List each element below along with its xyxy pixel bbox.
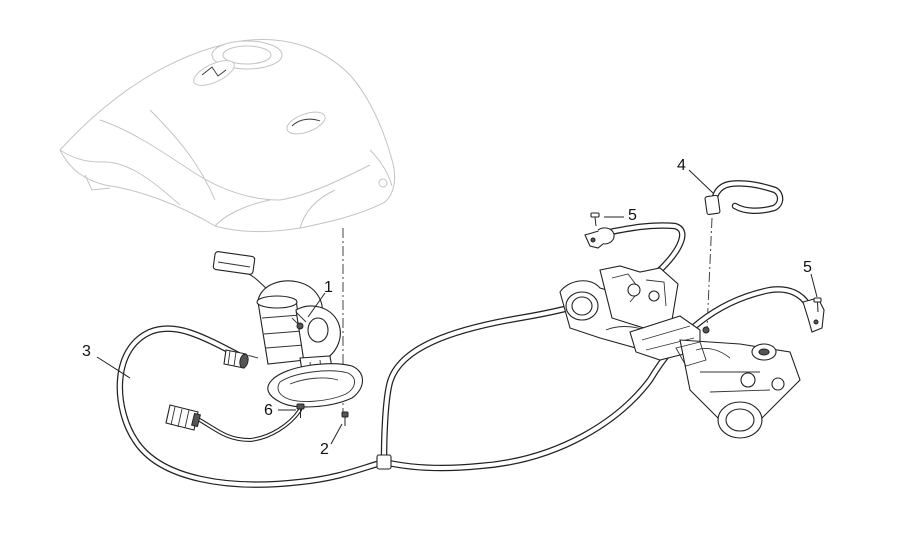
assembly-axis-hose-4 bbox=[706, 217, 713, 331]
callout-5-right: 5 bbox=[803, 259, 812, 276]
callout-2: 2 bbox=[320, 441, 329, 458]
callout-5-upper: 5 bbox=[628, 207, 637, 224]
leader-lines bbox=[96, 169, 818, 445]
callout-1: 1 bbox=[324, 279, 333, 296]
screw-6 bbox=[296, 403, 305, 418]
leader-3 bbox=[96, 356, 131, 379]
leader-4 bbox=[688, 169, 714, 194]
fuel-hose bbox=[116, 222, 812, 488]
throttle-body-assembly bbox=[559, 265, 801, 439]
hose-bracket-upper bbox=[584, 227, 615, 249]
callout-labels: 1 2 3 4 5 5 6 bbox=[82, 157, 812, 458]
screw-5-upper bbox=[590, 212, 600, 227]
hose-bracket-right bbox=[802, 297, 825, 333]
leader-2 bbox=[330, 423, 343, 445]
leader-5b bbox=[810, 273, 818, 298]
callout-6: 6 bbox=[264, 402, 273, 419]
vent-hose bbox=[704, 180, 784, 216]
fuel-pump-assembly bbox=[212, 251, 364, 408]
fuel-tank bbox=[59, 39, 396, 232]
pump-electrical-connector bbox=[165, 404, 302, 443]
screw-2 bbox=[341, 411, 349, 426]
callout-4: 4 bbox=[677, 157, 686, 174]
callout-3: 3 bbox=[82, 343, 91, 360]
leader-1 bbox=[307, 292, 326, 318]
screw-5-right bbox=[813, 297, 822, 313]
